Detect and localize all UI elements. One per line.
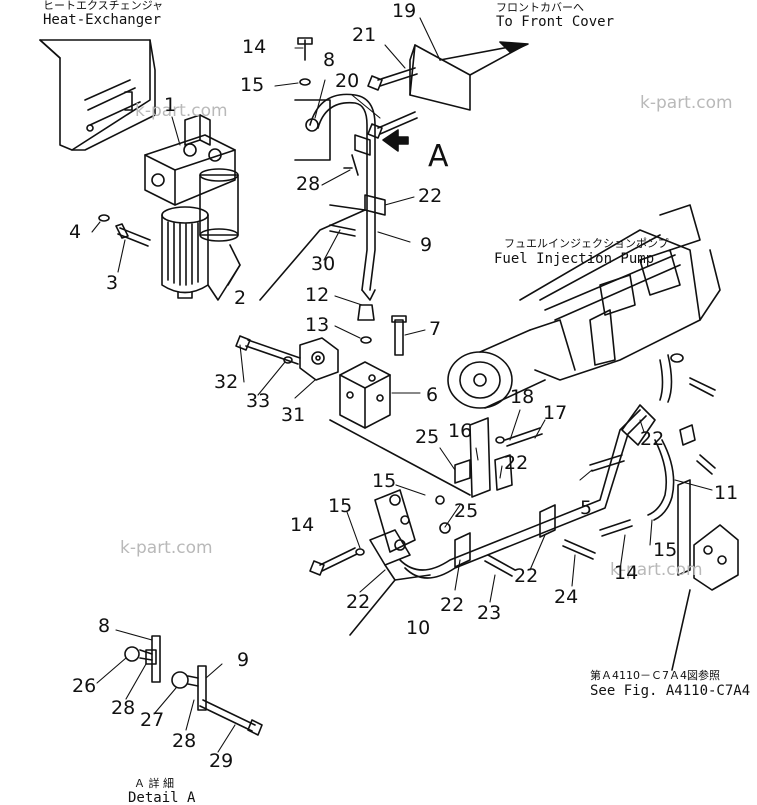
fuel-injection-pump-drawing xyxy=(447,204,721,409)
heat-exchanger-caption-jp: ヒートエクスチェンジャ xyxy=(43,0,164,12)
detail-callout-8: 8 xyxy=(98,615,111,637)
callout-14: 14 xyxy=(614,562,639,584)
callout-25: 25 xyxy=(454,500,479,522)
watermark: k-part.com xyxy=(610,560,703,580)
callout-16: 16 xyxy=(448,420,473,442)
callout-22: 22 xyxy=(418,185,443,207)
callout-5: 5 xyxy=(580,497,593,519)
detail-callout-26: 26 xyxy=(72,675,97,697)
detail-callout-9: 9 xyxy=(237,649,250,671)
callout-23: 23 xyxy=(477,602,502,624)
see-fig-caption: See Fig. A4110-C7A4 xyxy=(590,683,751,699)
callout-15: 15 xyxy=(653,539,678,561)
fuel-pump-caption: Fuel Injection Pump xyxy=(494,251,655,267)
callout-22: 22 xyxy=(440,594,465,616)
lower-left-parts-drawing xyxy=(309,489,451,636)
front-cover-caption: To Front Cover xyxy=(496,14,615,30)
callout-22: 22 xyxy=(514,565,539,587)
callout-7: 7 xyxy=(429,318,442,340)
callout-24: 24 xyxy=(554,586,579,608)
callout-19: 19 xyxy=(392,0,417,22)
fuel-filter-drawing xyxy=(98,114,241,301)
detail-a-caption: Detail A xyxy=(128,790,196,805)
callout-20: 20 xyxy=(335,70,360,92)
detail-a-caption-jp: Ａ 詳 細 xyxy=(134,777,174,790)
fuel-tube-lower-drawing xyxy=(399,404,739,671)
callout-15: 15 xyxy=(328,495,353,517)
callout-13: 13 xyxy=(305,314,330,336)
fuel-pump-caption-jp: フュエルインジェクションポンプ xyxy=(504,237,669,250)
callout-18: 18 xyxy=(510,386,535,408)
junction-block-drawing xyxy=(235,335,471,496)
callout-12: 12 xyxy=(305,284,330,306)
callout-1: 1 xyxy=(164,94,177,116)
watermark: k-part.com xyxy=(640,93,733,113)
callout-30: 30 xyxy=(311,253,336,275)
heat-exchanger-drawing xyxy=(39,39,156,151)
detail-a-drawing xyxy=(124,635,263,736)
detail-callout-27: 27 xyxy=(140,709,165,731)
callout-15: 15 xyxy=(372,470,397,492)
callout-31: 31 xyxy=(281,404,306,426)
callout-33: 33 xyxy=(246,390,271,412)
detail-callout-28: 28 xyxy=(111,697,136,719)
view-marker-a: A xyxy=(428,139,449,174)
callout-3: 3 xyxy=(106,272,119,294)
callout-32: 32 xyxy=(214,371,239,393)
callout-4: 4 xyxy=(69,221,82,243)
callout-25: 25 xyxy=(415,426,440,448)
watermark: k-part.com xyxy=(135,101,228,121)
callout-15: 15 xyxy=(240,74,265,96)
callout-10: 10 xyxy=(406,617,431,639)
callout-2: 2 xyxy=(234,287,247,309)
heat-exchanger-caption: Heat-Exchanger xyxy=(43,12,162,28)
callout-17: 17 xyxy=(543,402,568,424)
callout-14: 14 xyxy=(242,36,267,58)
front-cover-caption-jp: フロントカバーへ xyxy=(496,1,584,14)
detail-callout-29: 29 xyxy=(209,750,234,772)
leader-lines xyxy=(91,17,713,753)
callout-22: 22 xyxy=(346,591,371,613)
tube-assembly-drawing xyxy=(259,37,407,356)
front-cover-bracket-drawing xyxy=(367,44,526,139)
callout-21: 21 xyxy=(352,24,377,46)
callout-6: 6 xyxy=(426,384,439,406)
arrows xyxy=(382,41,529,152)
callout-14: 14 xyxy=(290,514,315,536)
callout-9: 9 xyxy=(420,234,433,256)
callout-28: 28 xyxy=(296,173,321,195)
callout-8: 8 xyxy=(323,49,336,71)
watermark: k-part.com xyxy=(120,538,213,558)
see-fig-caption-jp: 第Ａ4110－Ｃ7Ａ4図参照 xyxy=(590,669,720,682)
callout-22: 22 xyxy=(504,452,529,474)
detail-callout-28: 28 xyxy=(172,730,197,752)
callout-11: 11 xyxy=(714,482,739,504)
callout-22: 22 xyxy=(640,428,665,450)
